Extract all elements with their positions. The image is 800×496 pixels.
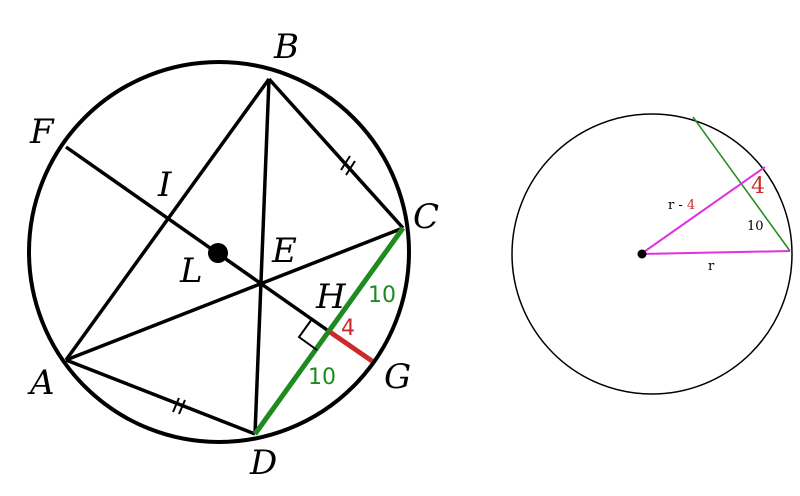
label-e: E xyxy=(271,231,297,271)
left-circle xyxy=(27,60,411,444)
chord-cd xyxy=(252,226,406,436)
tick-bc-2 xyxy=(345,160,356,176)
right-center-dot xyxy=(637,249,647,259)
label-radius-r: r xyxy=(708,259,715,274)
label-l: L xyxy=(179,251,203,291)
label-hd-length: 10 xyxy=(308,365,336,390)
label-r-minus-4: r - 4 xyxy=(668,198,695,213)
label-b: B xyxy=(273,27,299,67)
right-figure: r - 4 4 10 r xyxy=(511,113,793,395)
tick-ad-1 xyxy=(172,397,180,413)
tick-ad-2 xyxy=(178,399,186,415)
label-d: D xyxy=(249,443,277,483)
chord-ac xyxy=(65,226,404,362)
right-angle-mark xyxy=(297,318,318,351)
label-r-minus: r - xyxy=(668,198,687,213)
left-figure: A B C D E F G H I L 10 10 4 xyxy=(27,27,439,483)
segment-hg xyxy=(328,329,374,364)
tick-bc-1 xyxy=(340,155,351,171)
diameter-fh xyxy=(64,145,332,334)
chord-bd xyxy=(253,78,271,435)
label-r-minus-value: 4 xyxy=(687,198,695,213)
label-a: A xyxy=(27,363,55,403)
label-i: I xyxy=(157,165,172,205)
radius-to-arc xyxy=(640,166,766,255)
label-hc-length: 10 xyxy=(368,283,396,308)
right-circle xyxy=(511,113,793,395)
radius-to-chord-end xyxy=(640,250,791,255)
chord-ad xyxy=(65,358,256,436)
label-g: G xyxy=(384,357,411,397)
label-f: F xyxy=(29,112,55,152)
label-half-chord-10: 10 xyxy=(747,219,764,234)
chord-bc xyxy=(267,77,405,230)
label-c: C xyxy=(413,197,439,237)
label-sagitta-4: 4 xyxy=(751,174,765,199)
label-h: H xyxy=(315,277,347,317)
label-hg-length: 4 xyxy=(341,316,355,341)
center-dot-l xyxy=(208,243,228,263)
